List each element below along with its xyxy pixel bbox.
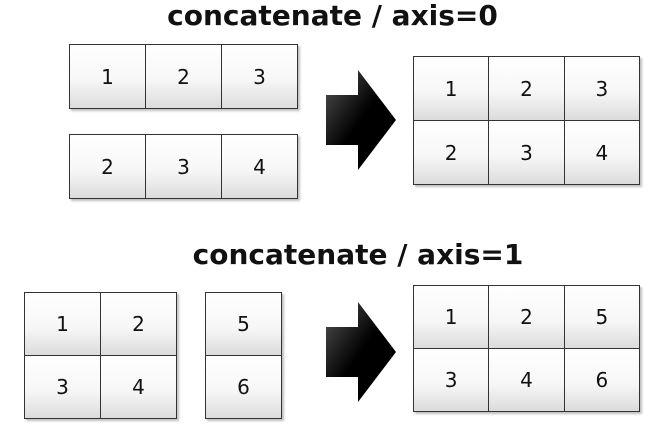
cell: 3 — [564, 57, 640, 121]
axis1-result: 1 2 5 3 4 6 — [413, 285, 640, 412]
cell: 2 — [489, 286, 565, 349]
cell: 2 — [70, 135, 146, 199]
cell: 4 — [222, 135, 298, 199]
cell: 1 — [414, 286, 490, 349]
right-arrow-icon — [326, 70, 396, 170]
cell: 1 — [414, 57, 490, 121]
cell: 2 — [414, 121, 490, 185]
cell: 5 — [564, 286, 640, 349]
cell: 6 — [564, 349, 640, 412]
cell: 4 — [489, 349, 565, 412]
cell: 4 — [101, 356, 177, 419]
axis0-title: concatenate / axis=0 — [167, 0, 498, 32]
right-arrow-icon — [326, 302, 396, 402]
cell: 4 — [564, 121, 640, 185]
cell: 1 — [70, 45, 146, 109]
cell: 2 — [146, 45, 222, 109]
axis1-title: concatenate / axis=1 — [192, 238, 524, 271]
cell: 5 — [206, 293, 282, 356]
axis1-input-b: 5 6 — [205, 292, 282, 419]
axis0-input-b: 2 3 4 — [69, 134, 298, 199]
cell: 3 — [414, 349, 490, 412]
cell: 2 — [101, 293, 177, 356]
cell: 6 — [206, 356, 282, 419]
cell: 3 — [25, 356, 101, 419]
axis0-result: 1 2 3 2 3 4 — [413, 56, 640, 185]
cell: 3 — [489, 121, 565, 185]
cell: 3 — [222, 45, 298, 109]
cell: 1 — [25, 293, 101, 356]
axis1-input-a: 1 2 3 4 — [24, 292, 177, 419]
cell: 3 — [146, 135, 222, 199]
cell: 2 — [489, 57, 565, 121]
axis0-input-a: 1 2 3 — [69, 44, 298, 109]
